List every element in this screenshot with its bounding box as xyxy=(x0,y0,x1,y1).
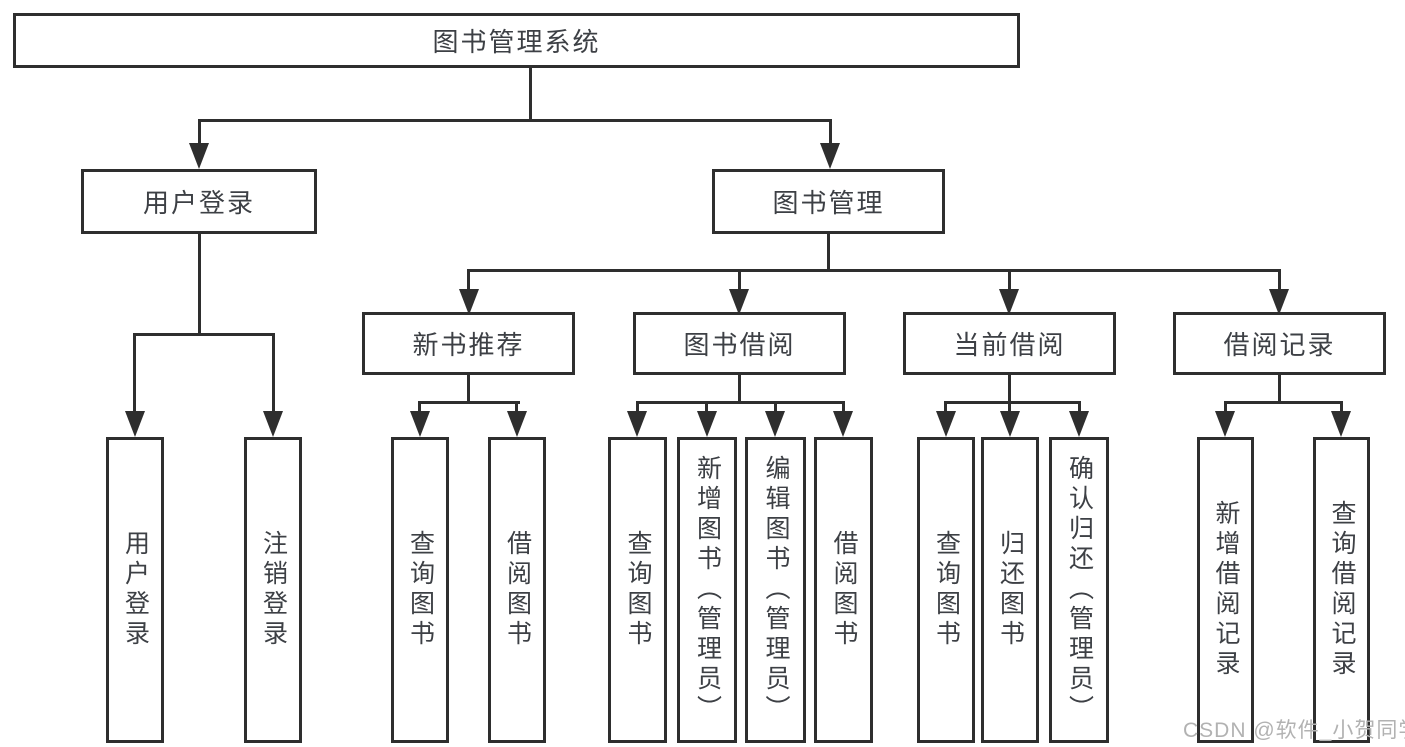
arrow-sec4-c1 xyxy=(1215,411,1235,437)
connector-user-child2-drop xyxy=(272,333,275,415)
connector-sec3-c2-drop xyxy=(1008,401,1011,417)
node-leaf-user-login: 用户登录 xyxy=(106,437,164,743)
arrow-sec3-c2 xyxy=(1000,411,1020,437)
connector-l3-rail xyxy=(467,269,1281,272)
connector-sec1-stem xyxy=(467,375,470,404)
connector-user-stem xyxy=(198,234,201,335)
node-new-book-recommend-label: 新书推荐 xyxy=(412,330,525,360)
arrow-sec2-c2 xyxy=(697,411,717,437)
arrow-user-child1 xyxy=(125,411,145,437)
connector-user-rail xyxy=(133,333,275,336)
connector-sec4-stem xyxy=(1278,375,1281,404)
node-new-book-recommend: 新书推荐 xyxy=(362,312,575,375)
node-leaf-newbook-borrow: 借阅图书 xyxy=(488,437,546,743)
node-leaf-logout-label: 注销登录 xyxy=(259,530,288,650)
connector-sec2-c4-drop xyxy=(842,401,845,417)
node-current-borrow: 当前借阅 xyxy=(903,312,1116,375)
connector-sec4-rail xyxy=(1224,401,1343,404)
connector-l2-rail xyxy=(198,119,832,122)
node-leaf-borrow-edit-admin: 编辑图书（管理员） xyxy=(745,437,806,743)
csdn-watermark: CSDN @软件_小贺同学 xyxy=(1183,719,1405,742)
node-leaf-record-add: 新增借阅记录 xyxy=(1197,437,1254,743)
arrow-sec2-c1 xyxy=(627,411,647,437)
connector-sec3-stem xyxy=(1008,375,1011,404)
arrow-sec2-c3 xyxy=(765,411,785,437)
node-user-login-label: 用户登录 xyxy=(142,188,255,218)
node-leaf-borrow-add-admin: 新增图书（管理员） xyxy=(677,437,737,743)
connector-sec3-c1-drop xyxy=(944,401,947,417)
connector-sec2-c1-drop xyxy=(636,401,639,417)
node-leaf-newbook-borrow-label: 借阅图书 xyxy=(503,530,532,650)
arrow-sec1-c1 xyxy=(410,411,430,437)
connector-sec2-c3-drop xyxy=(774,401,777,417)
node-leaf-current-return: 归还图书 xyxy=(981,437,1039,743)
node-leaf-newbook-query: 查询图书 xyxy=(391,437,449,743)
node-book-borrow-label: 图书借阅 xyxy=(683,330,796,360)
arrow-sec1 xyxy=(459,289,479,315)
node-leaf-user-login-label: 用户登录 xyxy=(121,530,150,650)
arrow-sec4-c2 xyxy=(1331,411,1351,437)
node-leaf-current-confirm-admin: 确认归还（管理员） xyxy=(1049,437,1109,743)
arrow-sec1-c2 xyxy=(507,411,527,437)
connector-sec3-rail xyxy=(944,401,1081,404)
connector-sec1-c1-drop xyxy=(418,401,421,417)
arrow-sec3-c1 xyxy=(936,411,956,437)
node-leaf-logout: 注销登录 xyxy=(244,437,302,743)
arrow-sec3-c3 xyxy=(1069,411,1089,437)
connector-sec2-stem xyxy=(738,375,741,404)
connector-mgmt-stem xyxy=(827,234,830,272)
node-leaf-borrow-query: 查询图书 xyxy=(608,437,667,743)
node-borrow-records-label: 借阅记录 xyxy=(1223,330,1336,360)
node-leaf-borrow-add-admin-label: 新增图书（管理员） xyxy=(693,455,722,725)
node-leaf-newbook-query-label: 查询图书 xyxy=(406,530,435,650)
connector-sec1-c2-drop xyxy=(515,401,518,417)
node-current-borrow-label: 当前借阅 xyxy=(953,330,1066,360)
arrow-sec2 xyxy=(729,289,749,315)
connector-user-login-drop xyxy=(198,119,201,147)
arrow-book-mgmt xyxy=(820,143,840,169)
node-leaf-record-query: 查询借阅记录 xyxy=(1313,437,1370,743)
node-leaf-borrow-borrow-label: 借阅图书 xyxy=(830,530,858,650)
arrow-user-child2 xyxy=(263,411,283,437)
node-leaf-record-query-label: 查询借阅记录 xyxy=(1328,500,1356,680)
connector-user-child1-drop xyxy=(133,333,136,415)
connector-sec4-c2-drop xyxy=(1340,401,1343,417)
connector-sec1-rail xyxy=(418,401,520,404)
node-root: 图书管理系统 xyxy=(13,13,1020,68)
arrow-sec4 xyxy=(1269,289,1289,315)
node-leaf-borrow-borrow: 借阅图书 xyxy=(814,437,873,743)
connector-sec2-c2-drop xyxy=(705,401,708,417)
node-leaf-current-confirm-admin-label: 确认归还（管理员） xyxy=(1065,455,1094,725)
node-book-management-label: 图书管理 xyxy=(772,188,885,218)
node-leaf-current-return-label: 归还图书 xyxy=(996,530,1025,650)
connector-sec3-drop xyxy=(1008,269,1011,293)
node-leaf-current-query: 查询图书 xyxy=(917,437,975,743)
connector-sec2-rail xyxy=(636,401,845,404)
connector-sec3-c3-drop xyxy=(1078,401,1081,417)
connector-sec4-c1-drop xyxy=(1224,401,1227,417)
node-book-borrow: 图书借阅 xyxy=(633,312,846,375)
node-borrow-records: 借阅记录 xyxy=(1173,312,1386,375)
connector-book-mgmt-drop xyxy=(829,119,832,147)
node-book-management: 图书管理 xyxy=(712,169,945,234)
connector-sec4-drop xyxy=(1278,269,1281,293)
node-user-login: 用户登录 xyxy=(81,169,317,234)
arrow-sec2-c4 xyxy=(833,411,853,437)
connector-sec1-drop xyxy=(467,269,470,293)
connector-sec2-drop xyxy=(738,269,741,293)
node-leaf-borrow-query-label: 查询图书 xyxy=(624,530,652,650)
node-leaf-record-add-label: 新增借阅记录 xyxy=(1212,500,1240,680)
node-leaf-current-query-label: 查询图书 xyxy=(932,530,961,650)
connector-root-stem xyxy=(529,68,532,122)
node-root-label: 图书管理系统 xyxy=(432,27,601,57)
arrow-sec3 xyxy=(999,289,1019,315)
node-leaf-borrow-edit-admin-label: 编辑图书（管理员） xyxy=(762,455,790,725)
arrow-user-login xyxy=(189,143,209,169)
